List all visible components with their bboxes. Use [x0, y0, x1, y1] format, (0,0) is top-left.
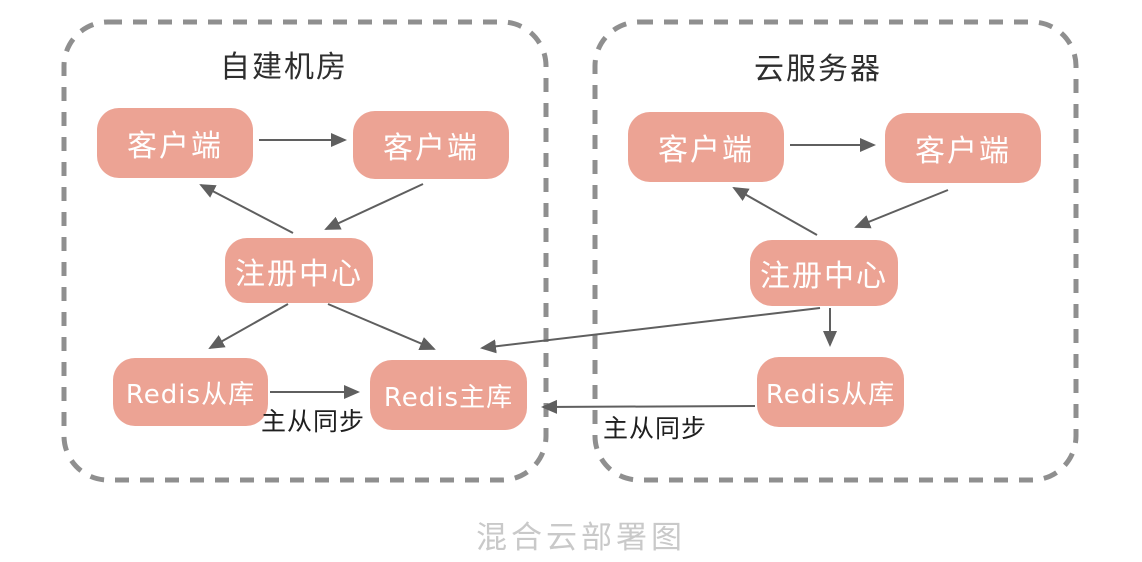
node-left-registry: 注册中心: [225, 238, 373, 303]
edge-lregistry-lslave: [208, 303, 289, 349]
edge-label-right-master-slave-sync: 主从同步: [602, 414, 707, 443]
edge-rregistry-rclient1: [732, 187, 818, 236]
node-right-redis-slave: Redis从库: [757, 357, 904, 427]
node-right-registry: 注册中心: [750, 240, 898, 306]
node-left-redis-master: Redis主库: [370, 360, 527, 430]
edge-lregistry-lclient1: [199, 184, 294, 234]
edge-lregistry-lmaster: [327, 303, 436, 350]
node-right-client-1: 客户端: [628, 112, 784, 182]
group-title-self-hosted: 自建机房: [220, 50, 348, 85]
node-right-client-2: 客户端: [885, 113, 1041, 183]
node-left-client-2: 客户端: [353, 111, 509, 179]
edge-lclient2-lregistry: [324, 183, 424, 230]
node-left-redis-slave: Redis从库: [113, 358, 268, 426]
edge-rslave-lmaster-sync: [541, 399, 756, 414]
group-title-cloud: 云服务器: [754, 52, 882, 87]
edge-rclient2-rregistry: [854, 189, 949, 229]
node-left-client-1: 客户端: [97, 108, 253, 178]
edge-rregistry-lmaster: [480, 307, 821, 354]
edge-label-left-master-slave-sync: 主从同步: [260, 407, 365, 436]
diagram-caption: 混合云部署图: [476, 520, 686, 556]
